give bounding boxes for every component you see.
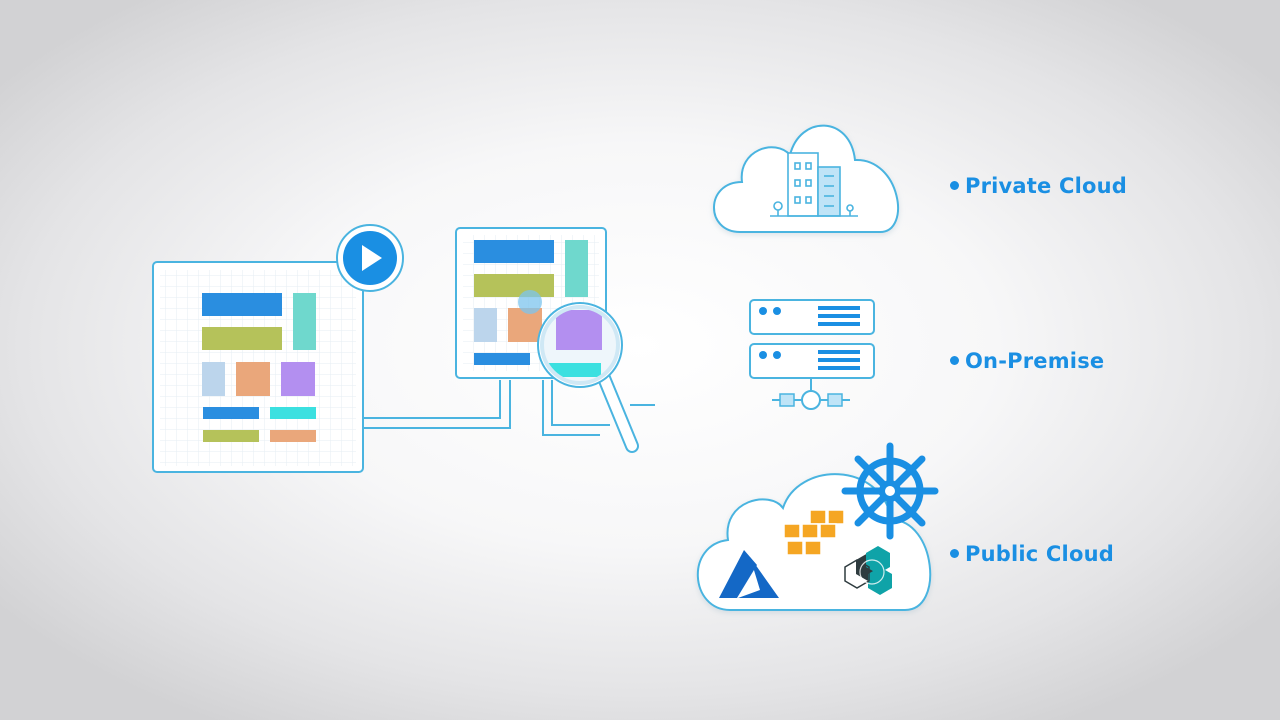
right-block-olive [474, 274, 554, 297]
label-public-cloud-text: Public Cloud [965, 542, 1114, 566]
left-block-teal [293, 293, 316, 350]
left-block-purple [281, 362, 315, 396]
label-private-cloud: Private Cloud [950, 174, 1127, 198]
label-on-premise: On-Premise [950, 349, 1104, 373]
play-button-icon[interactable] [336, 224, 404, 292]
bullet-dot [950, 548, 959, 558]
left-block-blue-1 [202, 293, 282, 316]
left-block-olive-2 [203, 430, 259, 442]
label-on-premise-text: On-Premise [965, 349, 1105, 373]
dashboard-panel-right [455, 227, 607, 379]
label-private-cloud-text: Private Cloud [965, 174, 1128, 198]
left-block-lightblue [202, 362, 225, 396]
left-block-peach-1 [236, 362, 270, 396]
private-cloud-icon [713, 124, 900, 233]
label-public-cloud: Public Cloud [950, 542, 1114, 566]
aws-cubes-icon [783, 509, 845, 556]
left-block-blue-2 [203, 407, 259, 419]
azure-logo-icon [719, 550, 779, 598]
left-block-cyan [270, 407, 316, 419]
server-rack-icon [749, 299, 875, 410]
ibm-cloud-hexagon-icon [844, 546, 892, 595]
bullet-dot [950, 180, 959, 190]
bullet-dot [950, 355, 959, 365]
kubernetes-helm-icon [841, 442, 939, 540]
right-block-lightblue [474, 308, 497, 342]
focus-dot [518, 290, 542, 314]
dashboard-panel-left [152, 261, 364, 473]
left-block-peach-2 [270, 430, 316, 442]
right-block-blue-1 [474, 240, 554, 263]
public-cloud-icon [696, 442, 939, 611]
right-block-blue-2 [474, 353, 530, 365]
right-block-peach [508, 308, 542, 342]
left-block-olive-1 [202, 327, 282, 350]
right-block-teal [565, 240, 588, 297]
building-icon [770, 152, 858, 217]
magnifier-icon [537, 302, 639, 453]
